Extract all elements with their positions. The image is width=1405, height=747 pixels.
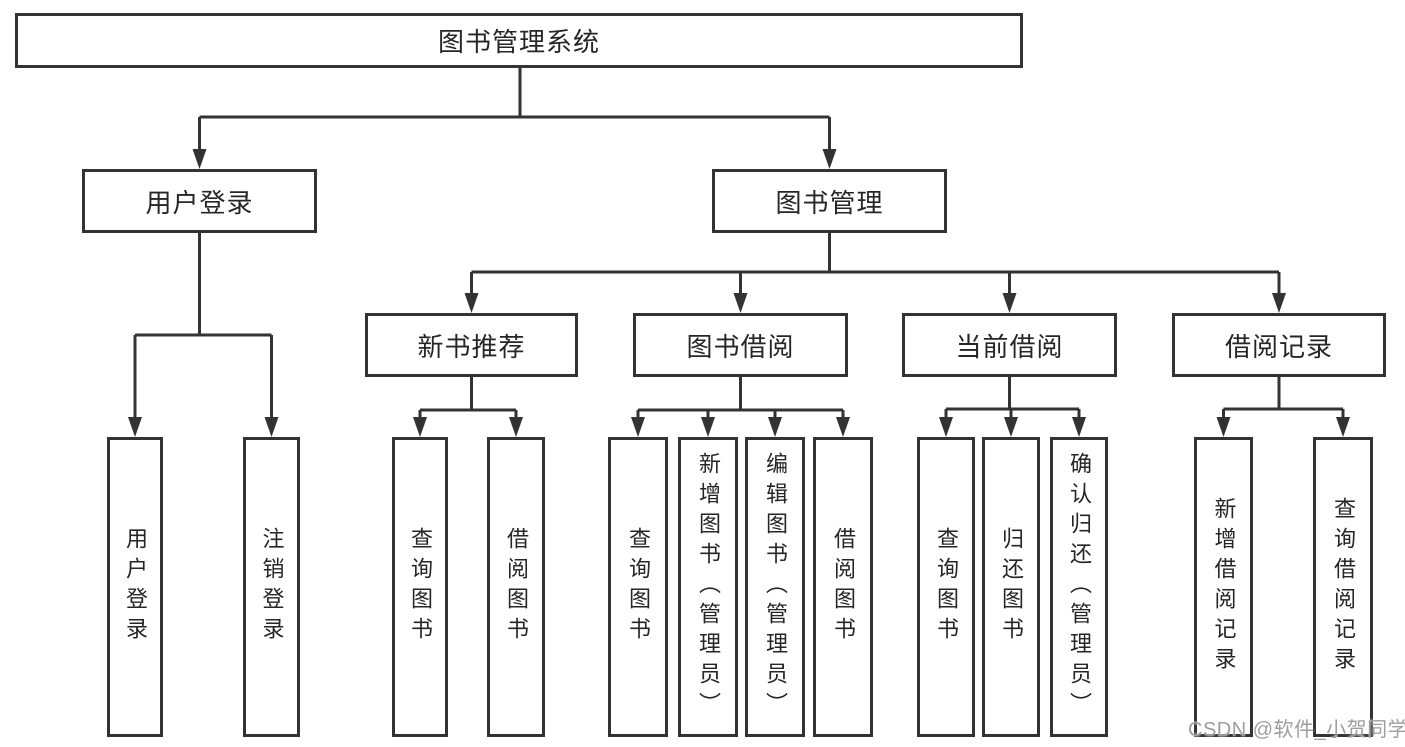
- node-user-login-action: 用户登录: [107, 437, 163, 737]
- node-search-books-recommend: 查询图书: [392, 437, 448, 737]
- arrowhead-icon: [264, 417, 279, 437]
- csdn-watermark: CSDN @软件_小贺同学: [1188, 719, 1405, 741]
- node-label: 编辑图书（管理员）: [763, 452, 788, 722]
- node-book-borrowing: 图书借阅: [633, 313, 848, 377]
- node-label: 查询图书: [934, 527, 959, 647]
- arrowhead-icon: [836, 417, 850, 437]
- arrowhead-icon: [768, 417, 782, 437]
- arrowhead-icon: [413, 417, 427, 437]
- node-add-borrow-record: 新增借阅记录: [1194, 437, 1253, 737]
- arrowhead-icon: [631, 417, 645, 437]
- node-new-book-recommendation: 新书推荐: [365, 313, 578, 377]
- node-label: 借阅记录: [1224, 331, 1333, 362]
- node-edit-books-admin: 编辑图书（管理员）: [745, 437, 805, 737]
- connector-current-borrowing-to-children: [944, 377, 1081, 419]
- arrowhead-icon: [509, 417, 523, 437]
- node-label: 借阅图书: [504, 527, 529, 647]
- arrowhead-icon: [1272, 293, 1286, 313]
- node-label: 当前借阅: [955, 331, 1064, 362]
- arrowhead-icon: [1002, 293, 1017, 313]
- arrowhead-icon: [1072, 417, 1086, 437]
- node-label: 借阅图书: [831, 527, 856, 647]
- node-logout-action: 注销登录: [243, 437, 300, 737]
- node-label: 查询图书: [408, 527, 433, 647]
- arrowhead-icon: [701, 417, 715, 437]
- connector-root-to-level2: [198, 68, 831, 151]
- node-current-borrowing: 当前借阅: [902, 313, 1117, 377]
- node-search-borrow-record: 查询借阅记录: [1313, 437, 1373, 737]
- node-label: 新增图书（管理员）: [696, 452, 721, 722]
- node-label: 图书管理: [775, 187, 884, 218]
- node-label: 查询图书: [626, 527, 651, 647]
- node-confirm-return-admin: 确认归还（管理员）: [1050, 437, 1108, 737]
- node-return-books: 归还图书: [982, 437, 1040, 737]
- node-label: 新增借阅记录: [1211, 497, 1237, 677]
- node-label: 图书管理系统: [437, 27, 600, 57]
- node-label: 查询借阅记录: [1331, 497, 1356, 677]
- node-search-books-current: 查询图书: [917, 437, 975, 737]
- node-user-login: 用户登录: [82, 169, 317, 233]
- arrowhead-icon: [1004, 417, 1018, 437]
- arrowhead-icon: [822, 149, 837, 169]
- connector-user-login-to-children: [133, 233, 273, 419]
- arrowhead-icon: [1216, 417, 1231, 437]
- node-label: 归还图书: [999, 527, 1024, 647]
- node-add-books-admin: 新增图书（管理员）: [678, 437, 738, 737]
- node-borrow-books-recommend: 借阅图书: [487, 437, 545, 737]
- arrowheads: [128, 149, 1350, 437]
- node-search-books-borrowing: 查询图书: [608, 437, 668, 737]
- node-label: 确认归还（管理员）: [1067, 452, 1092, 722]
- node-label: 新书推荐: [417, 331, 526, 362]
- arrowhead-icon: [939, 417, 953, 437]
- node-label: 用户登录: [145, 187, 254, 218]
- node-book-management: 图书管理: [712, 169, 947, 233]
- arrowhead-icon: [192, 149, 207, 169]
- connector-new-book-recommendation-to-children: [418, 377, 518, 419]
- node-label: 用户登录: [123, 527, 148, 647]
- connector-borrowing-records-to-children: [1222, 377, 1345, 419]
- node-label: 图书借阅: [686, 331, 795, 362]
- connector-book-borrowing-to-children: [636, 377, 845, 419]
- node-label: 注销登录: [259, 527, 285, 647]
- node-borrowing-records: 借阅记录: [1172, 313, 1386, 377]
- arrowhead-icon: [128, 417, 142, 437]
- connector-book-management-to-level3: [470, 233, 1281, 295]
- node-borrow-books-borrowing: 借阅图书: [813, 437, 873, 737]
- arrowhead-icon: [464, 293, 479, 313]
- arrowhead-icon: [1336, 417, 1350, 437]
- arrowhead-icon: [733, 293, 748, 313]
- node-library-management-system: 图书管理系统: [15, 13, 1023, 68]
